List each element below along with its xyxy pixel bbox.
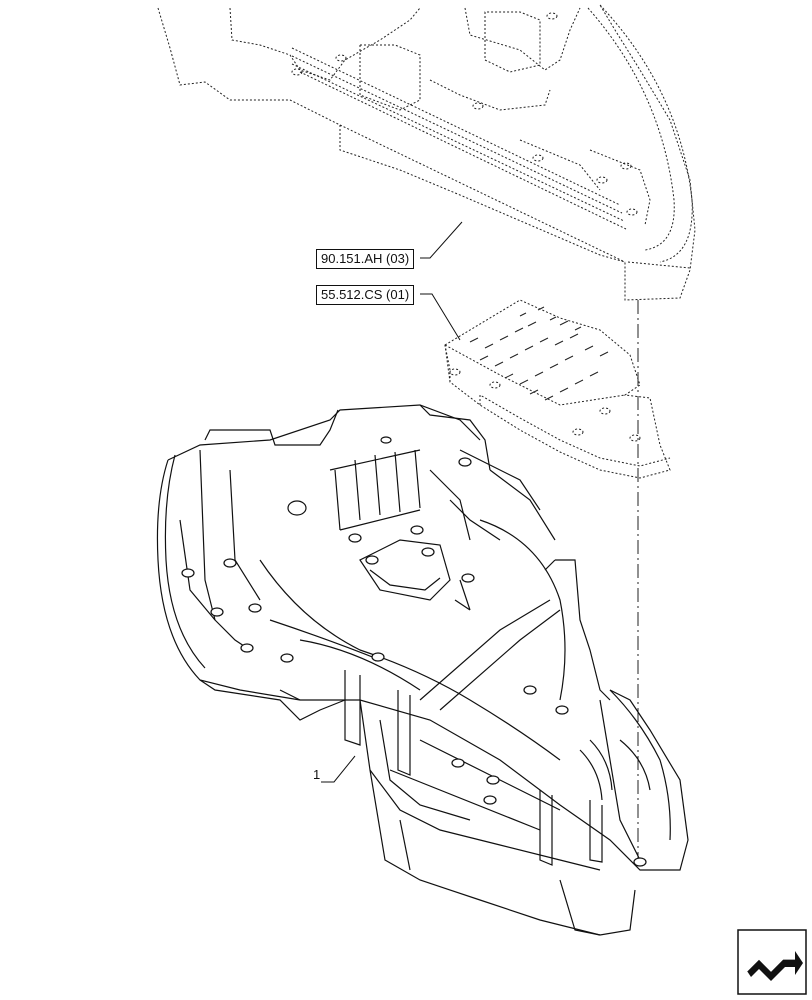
electronic-module-holes	[449, 368, 641, 442]
callout-ref-upper-housing[interactable]: 90.151.AH (03)	[316, 249, 415, 269]
upper-housing-holes	[291, 12, 638, 216]
navigation-arrow-icon[interactable]	[737, 929, 807, 995]
callout-ref-electronic-module[interactable]: 55.512.CS (01)	[316, 285, 415, 305]
lower-housing-bosses	[181, 436, 647, 867]
electronic-module-pins	[469, 306, 609, 401]
item-number-label: 1	[313, 767, 321, 782]
upper-housing-phantom	[157, 4, 696, 301]
electronic-module-phantom	[444, 299, 671, 479]
leader-lines	[321, 221, 463, 783]
lower-housing	[156, 404, 689, 936]
